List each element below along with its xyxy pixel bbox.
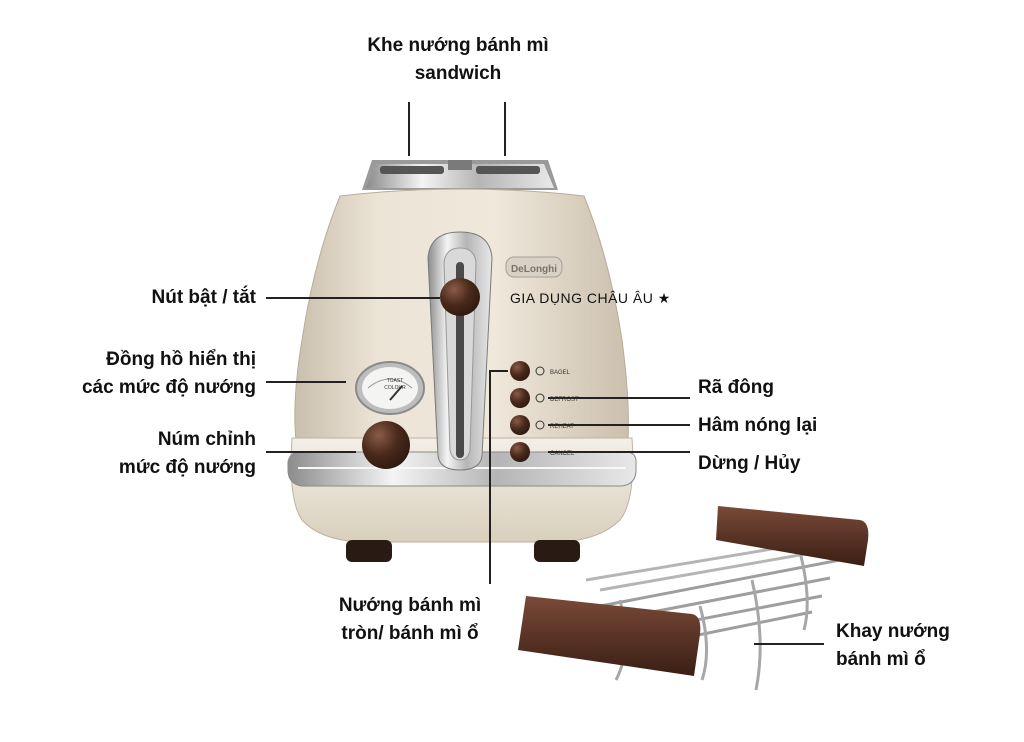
label-power-lever: Nút bật / tắt (20, 284, 257, 312)
label-gauge: Đồng hồ hiển thị các mức độ nướng (20, 346, 256, 401)
label-top-slot-line1: Khe nướng bánh mì (367, 35, 549, 56)
rack-handle-back (716, 506, 869, 566)
lever-panel (427, 231, 493, 471)
foot-right (534, 540, 580, 562)
label-top-slot: Khe nướng bánh mì sandwich (328, 32, 588, 87)
brand-badge (505, 256, 563, 278)
label-cancel: Dừng / Hủy (698, 450, 800, 478)
label-reheat-text: Hâm nóng lại (698, 415, 818, 436)
panel-label-defrost: DEFROST (550, 397, 579, 403)
foot-left (346, 540, 392, 562)
panel-label-reheat: REHEAT (550, 424, 574, 430)
gauge-text-1: TOAST (387, 378, 404, 384)
gauge-text-2: COLOUR (384, 385, 406, 391)
label-knob: Núm chỉnh mức độ nướng (20, 426, 256, 481)
label-defrost: Rã đông (698, 374, 774, 402)
cancel-button[interactable] (510, 442, 530, 462)
defrost-button[interactable] (510, 388, 530, 408)
reheat-button[interactable] (510, 415, 530, 435)
label-rack-line1: Khay nướng (836, 621, 950, 642)
label-knob-line2: mức độ nướng (118, 456, 256, 478)
label-defrost-text: Rã đông (698, 377, 774, 398)
label-rack: Khay nướng bánh mì ổ (836, 618, 950, 673)
bagel-button[interactable] (510, 361, 530, 381)
callout-lines (266, 102, 824, 645)
label-top-slot-line2: sandwich (414, 62, 502, 84)
label-gauge-line2: các mức độ nướng (81, 376, 256, 398)
bagel-rack (518, 506, 869, 691)
star-icon: ★ (657, 290, 671, 306)
label-reheat: Hâm nóng lại (698, 412, 817, 440)
label-knob-line1: Núm chỉnh (157, 429, 256, 450)
label-power-lever-text: Nút bật / tắt (151, 287, 257, 308)
label-rack-line2: bánh mì ổ (836, 648, 926, 670)
top-slot-cover (362, 160, 558, 190)
brand-logo-text: DeLonghi (511, 264, 557, 275)
label-gauge-line1: Đồng hồ hiển thị (106, 349, 256, 370)
panel-label-cancel: CANCEL (550, 451, 575, 457)
label-bagel: Nướng bánh mì tròn/ bánh mì ổ (300, 592, 520, 647)
browning-knob[interactable] (362, 421, 410, 469)
power-lever-knob[interactable] (440, 278, 480, 316)
label-cancel-text: Dừng / Hủy (698, 453, 801, 474)
rack-handle-front (518, 596, 701, 676)
label-bagel-line2: tròn/ bánh mì ổ (341, 622, 479, 644)
panel-label-bagel: BAGEL (550, 370, 571, 376)
watermark-text: GIA DỤNG CHÂU ÂU (510, 290, 654, 306)
label-bagel-line1: Nướng bánh mì (338, 595, 482, 616)
toast-gauge (355, 361, 425, 415)
watermark: GIA DỤNG CHÂU ÂU ★ (510, 290, 671, 307)
function-buttons (510, 361, 545, 462)
